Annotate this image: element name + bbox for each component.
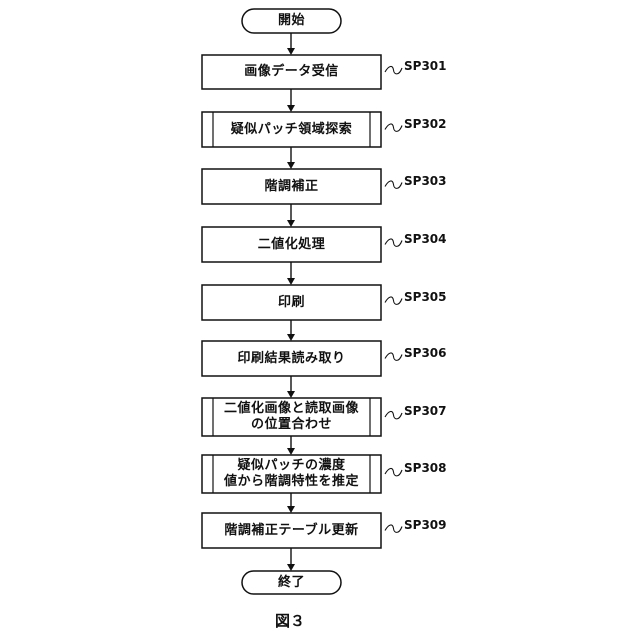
step-label-sp301: 画像データ受信 (202, 55, 381, 89)
leader-sp303 (385, 181, 402, 188)
step-label-sp307-line2: の位置合わせ (251, 417, 332, 433)
arrow-to-end-head (287, 564, 295, 571)
leader-sp306 (385, 353, 402, 360)
step-label-sp302: 疑似パッチ領域探索 (202, 112, 381, 147)
arrow-to-sp309-head (287, 506, 295, 513)
end-terminal-label: 終了 (242, 571, 341, 594)
figure-caption: 図３ (270, 610, 310, 631)
step-label-sp305: 印刷 (202, 285, 381, 320)
step-label-sp309: 階調補正テーブル更新 (202, 513, 381, 548)
step-label-sp304: 二値化処理 (202, 227, 381, 262)
step-ref-sp307: SP307 (404, 404, 447, 418)
step-ref-sp305: SP305 (404, 290, 447, 304)
step-label-sp307-line1: 二値化画像と読取画像 (224, 401, 359, 417)
arrow-to-sp301-head (287, 48, 295, 55)
step-ref-sp303: SP303 (404, 174, 447, 188)
step-label-sp308-line2: 値から階調特性を推定 (224, 474, 359, 490)
start-terminal-label: 開始 (242, 9, 341, 33)
leader-sp302 (385, 124, 402, 131)
arrow-to-sp307-head (287, 391, 295, 398)
step-ref-sp302: SP302 (404, 117, 447, 131)
leader-sp309 (385, 525, 402, 532)
step-ref-sp301: SP301 (404, 59, 447, 73)
step-ref-sp309: SP309 (404, 518, 447, 532)
step-ref-sp308: SP308 (404, 461, 447, 475)
arrow-to-sp308-head (287, 448, 295, 455)
step-label-sp307: 二値化画像と読取画像 の位置合わせ (202, 398, 381, 436)
step-ref-sp304: SP304 (404, 232, 447, 246)
step-label-sp303: 階調補正 (202, 169, 381, 204)
step-label-sp306: 印刷結果読み取り (202, 341, 381, 376)
leader-sp301 (385, 66, 402, 73)
leader-sp305 (385, 297, 402, 304)
arrow-to-sp306-head (287, 334, 295, 341)
arrow-to-sp302-head (287, 105, 295, 112)
leader-sp308 (385, 468, 402, 475)
leader-sp304 (385, 239, 402, 246)
step-label-sp308-line1: 疑似パッチの濃度 (237, 458, 345, 474)
step-label-sp308: 疑似パッチの濃度 値から階調特性を推定 (202, 455, 381, 493)
arrow-to-sp305-head (287, 278, 295, 285)
arrow-to-sp304-head (287, 220, 295, 227)
leader-sp307 (385, 411, 402, 418)
arrow-to-sp303-head (287, 162, 295, 169)
step-ref-sp306: SP306 (404, 346, 447, 360)
